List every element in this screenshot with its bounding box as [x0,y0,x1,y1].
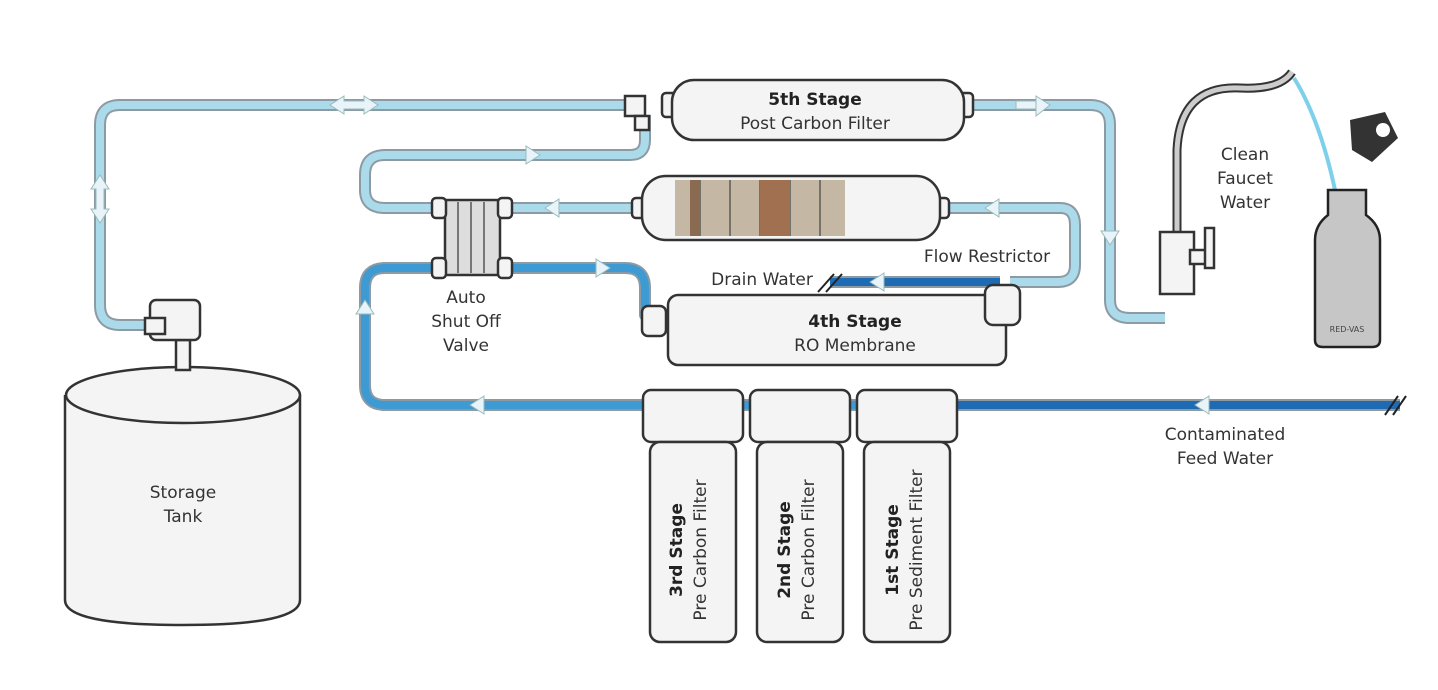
faucet-line [970,101,1165,322]
faucet-label-2: Faucet [1217,169,1273,189]
stage1-pre-sediment-filter: 1st Stage Pre Sediment Filter [855,388,959,644]
flow-arrows [90,95,1210,415]
tubing [94,99,1407,416]
tank-label-2: Tank [163,507,203,527]
stage4-title: 4th Stage [808,312,902,332]
auto-shut-off-valve: Auto Shut Off Valve [430,196,514,356]
stage3-subtitle: Pre Carbon Filter [691,479,711,620]
bottle-cap [1350,112,1398,162]
stage3-title: 3rd Stage [667,503,687,597]
stage1-subtitle: Pre Sediment Filter [907,469,927,630]
inline-mineral-filter [630,174,951,242]
valve-label-1: Auto [446,288,485,308]
stage5-post-carbon-filter: 5th Stage Post Carbon Filter [623,78,975,142]
valve-label-2: Shut Off [431,312,502,332]
tank-label-1: Storage [150,483,217,503]
valve-label-3: Valve [443,336,489,356]
faucet-label-3: Water [1220,193,1270,213]
water-bottle: RED-VAS [1313,112,1398,349]
flow-restrictor-label: Flow Restrictor [924,247,1050,267]
stage4-ro-membrane: 4th Stage RO Membrane [640,283,1022,367]
stage2-title: 2nd Stage [775,501,795,599]
storage-tank: Storage Tank [63,298,302,627]
faucet: Clean Faucet Water [1158,69,1337,296]
stage2-subtitle: Pre Carbon Filter [799,479,819,620]
feed-label-1: Contaminated [1165,425,1286,445]
stage5-title: 5th Stage [768,90,862,110]
stage5-subtitle: Post Carbon Filter [740,114,890,134]
faucet-label-1: Clean [1221,145,1269,165]
stage4-subtitle: RO Membrane [794,336,916,356]
bottle-brand: RED-VAS [1330,325,1365,334]
stage2-pre-carbon-filter: 2nd Stage Pre Carbon Filter [748,388,852,644]
stage3-pre-carbon-filter: 3rd Stage Pre Carbon Filter [641,388,745,644]
pre-filters: 3rd Stage Pre Carbon Filter 2nd Stage Pr… [641,388,959,644]
stage1-title: 1st Stage [883,504,903,596]
drain-water-label: Drain Water [711,270,813,290]
feed-label-2: Feed Water [1177,449,1273,469]
